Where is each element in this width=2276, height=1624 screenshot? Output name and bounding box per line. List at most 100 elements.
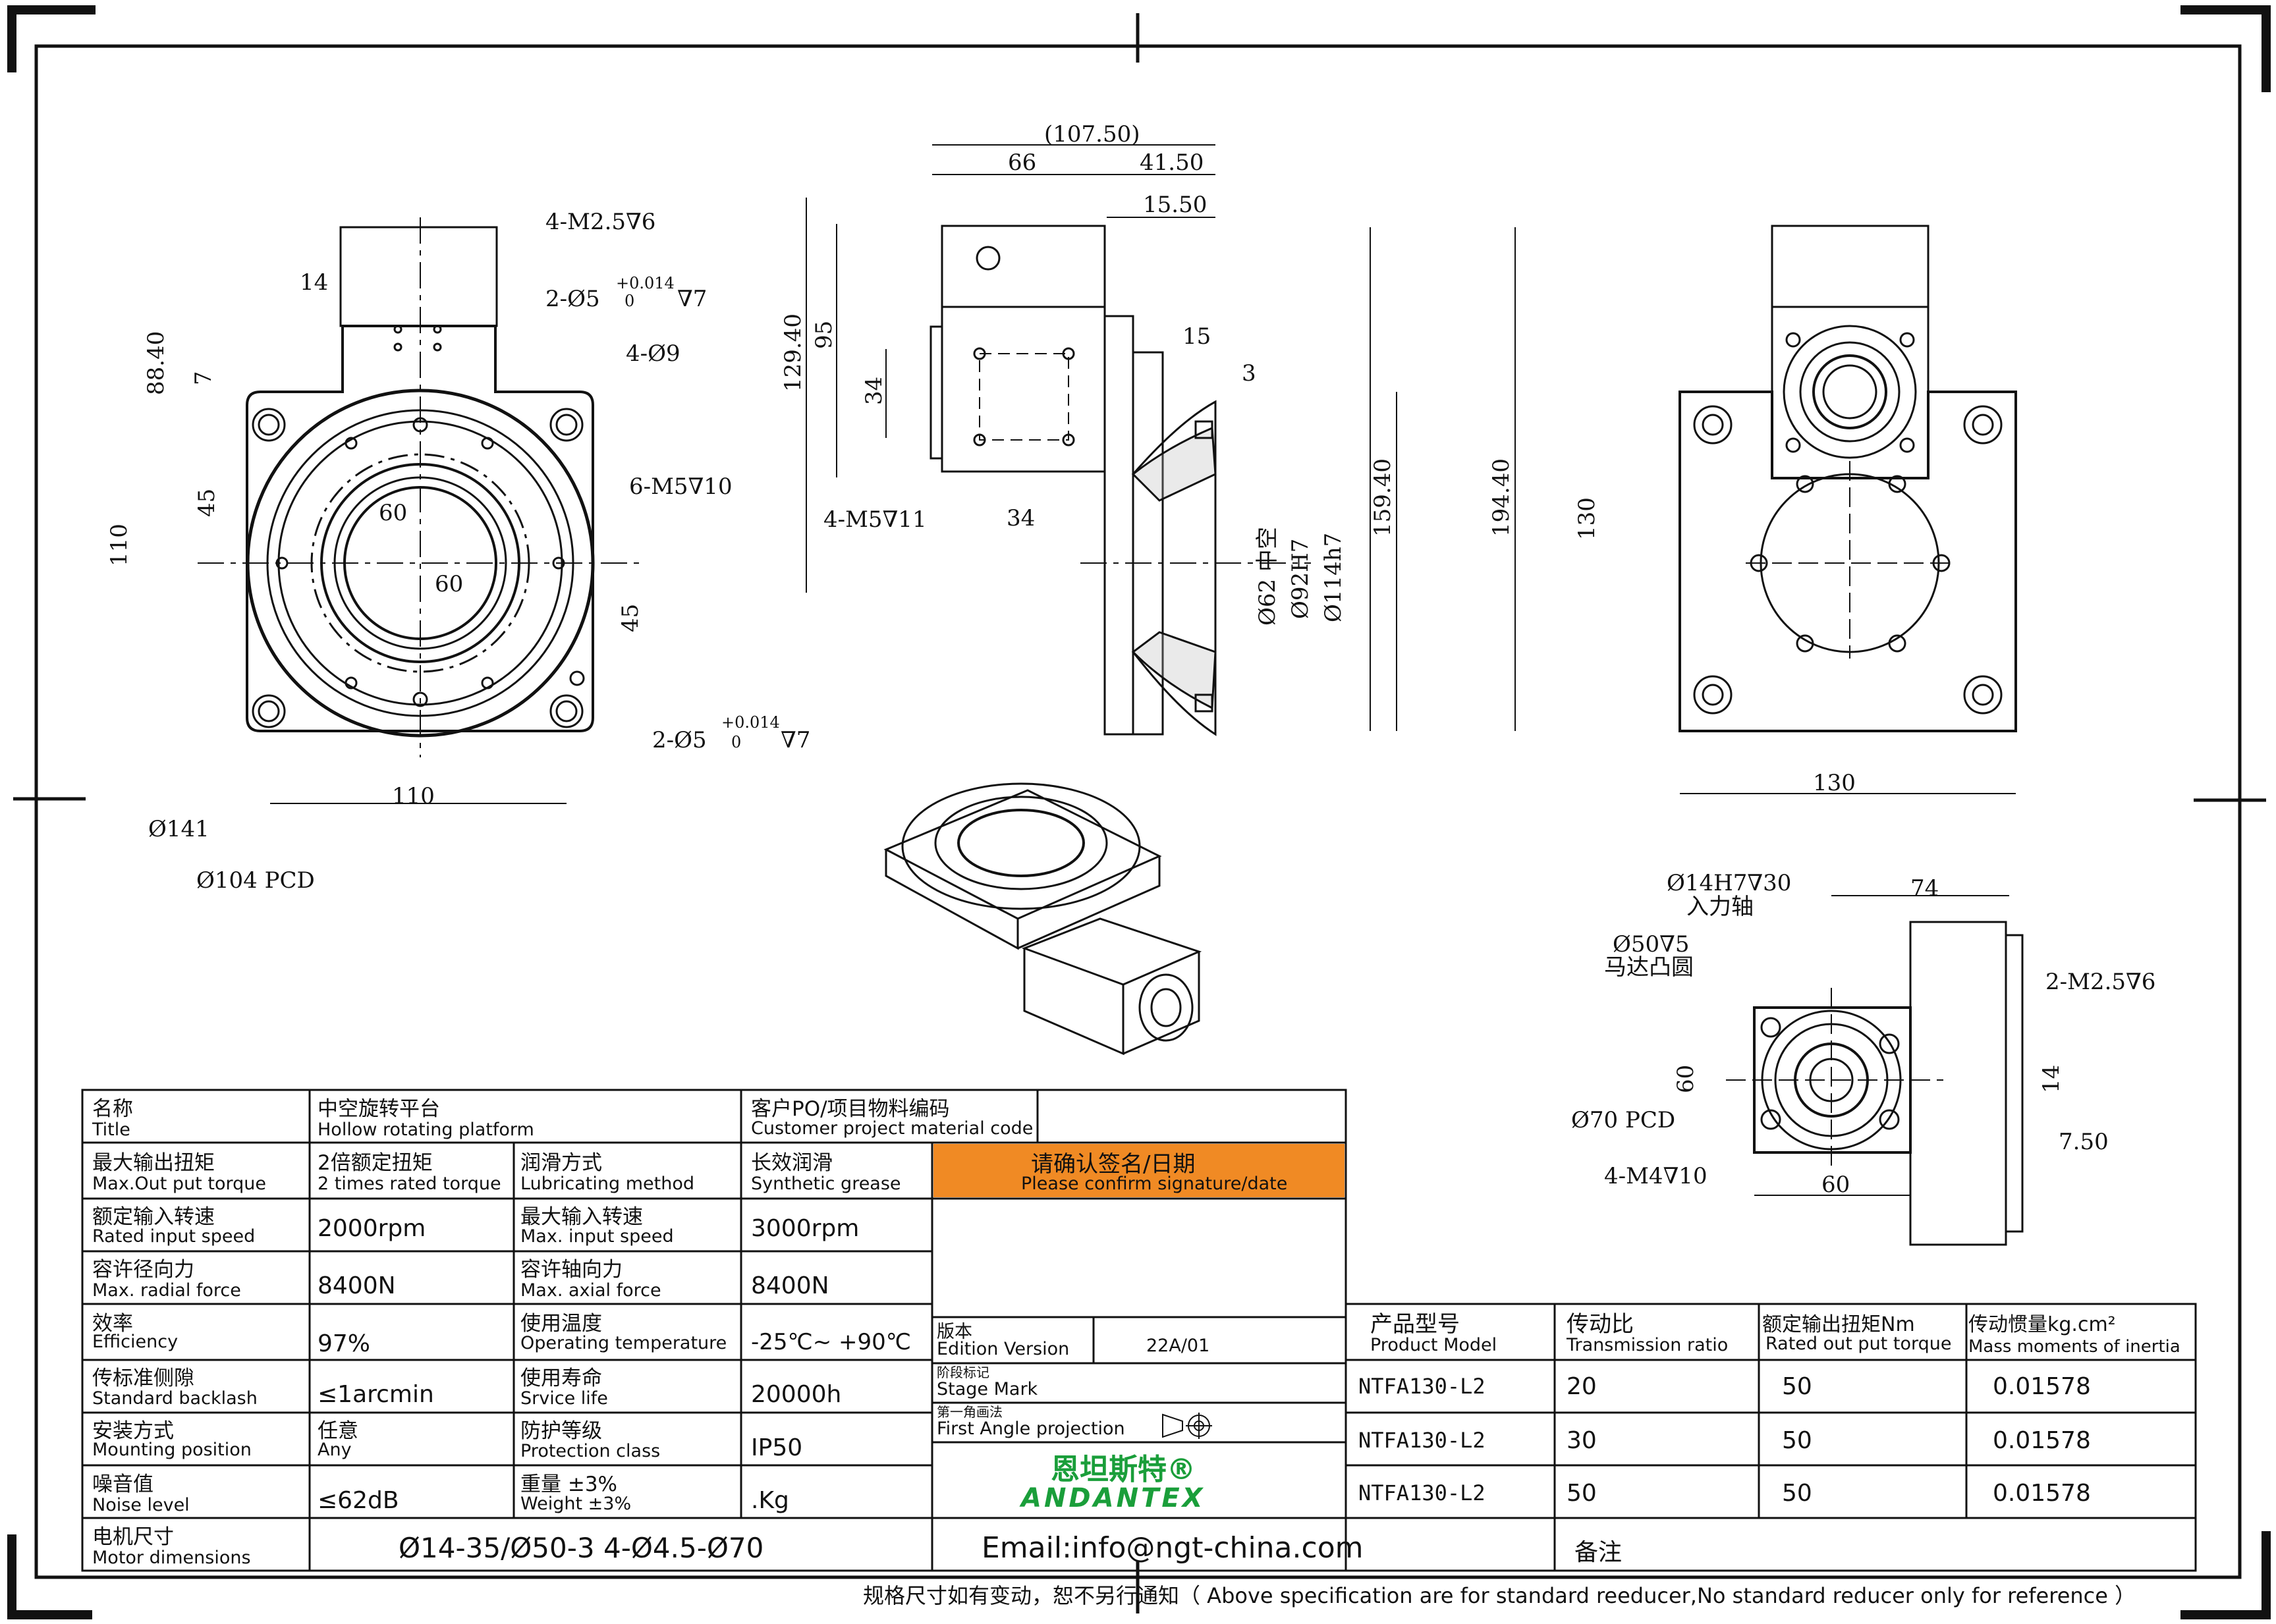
dim-d14h7: Ø14H7∇30: [1667, 870, 1791, 896]
dim-d5b: 2-Ø5: [652, 727, 707, 753]
label-po-cn: 客户PO/项目物料编码: [751, 1097, 950, 1121]
dim-tol-up-b: +0.014: [721, 713, 780, 732]
table-row-2-inertia: 0.01578: [1993, 1427, 2091, 1454]
right-dimension-labels: 194.40 130 130: [1488, 458, 1856, 796]
dim-d92: Ø92H7: [1287, 539, 1314, 619]
side-dimension-labels: (107.50) 66 41.50 15.50 15 3 129.40 95 3…: [780, 121, 1396, 626]
label-noise-en: Noise level: [92, 1495, 190, 1515]
dim-d5a: 2-Ø5: [545, 286, 600, 312]
dim-m4: 4-M4∇10: [1604, 1163, 1707, 1189]
dim-d41: 41.50: [1140, 149, 1204, 176]
dim-d95: 95: [811, 321, 837, 349]
mount-value-en: Any: [318, 1440, 352, 1460]
dim-d750: 7.50: [2059, 1129, 2109, 1155]
dim-d60h: 60: [1821, 1172, 1850, 1198]
dim-d114: Ø114h7: [1320, 533, 1346, 622]
label-axial-cn: 容许轴向力: [520, 1258, 623, 1282]
motor-flange-view: [1726, 921, 2024, 1246]
table-row-1-inertia: 0.01578: [1993, 1373, 2091, 1400]
dim-d70: Ø70 PCD: [1571, 1107, 1675, 1133]
backlash-value: ≤1arcmin: [318, 1381, 434, 1408]
table-row-3-inertia: 0.01578: [1993, 1480, 2091, 1507]
label-max-input-en: Max. input speed: [520, 1226, 674, 1247]
label-torque-cn: 最大输出扭矩: [92, 1151, 215, 1175]
dim-m25: 4-M2.5∇6: [545, 209, 655, 235]
label-max-input-cn: 最大输入转速: [520, 1205, 643, 1229]
lub-value-cn: 长效润滑: [751, 1151, 833, 1175]
label-protection-en: Protection class: [520, 1441, 661, 1461]
title-value-en: Hollow rotating platform: [318, 1120, 534, 1140]
brand-logo-cn: 恩坦斯特®: [1051, 1453, 1196, 1486]
label-weight-cn: 重量 ±3%: [520, 1473, 618, 1496]
confirm-banner: [933, 1144, 1345, 1197]
label-mount-cn: 安装方式: [92, 1419, 174, 1443]
dim-d3: 3: [1242, 360, 1256, 387]
dim-d60a: 60: [379, 500, 407, 526]
weight-value: .Kg: [751, 1487, 789, 1514]
dim-depth7-b: ∇7: [781, 727, 810, 753]
dim-tol-lo-b: 0: [731, 733, 741, 751]
rated-input-value: 2000rpm: [318, 1215, 426, 1242]
temp-value: -25℃~ +90℃: [751, 1329, 911, 1355]
front-view: [198, 217, 646, 757]
dim-d34h: 34: [1007, 505, 1035, 531]
dim-d7: 7: [190, 371, 217, 385]
label-mount-en: Mounting position: [92, 1440, 252, 1460]
dim-side-m5: 4-M5∇11: [823, 506, 927, 533]
label-projection-en: First Angle projection: [937, 1419, 1125, 1439]
label-projection-cn: 第一角画法: [937, 1404, 1003, 1420]
label-name-cn: 名称: [92, 1097, 133, 1121]
spec-header-inertia-cn: 传动惯量kg.cm²: [1968, 1313, 2116, 1336]
dim-d110h: 110: [392, 783, 435, 809]
noise-value: ≤62dB: [318, 1487, 399, 1514]
spec-header-ratio-en: Transmission ratio: [1567, 1335, 1729, 1355]
version-value: 22A/01: [1146, 1336, 1210, 1356]
label-backlash-en: Standard backlash: [92, 1388, 258, 1409]
label-temp-en: Operating temperature: [520, 1333, 727, 1353]
motor-dimension-labels: Ø14H7∇30 入力轴 74 Ø50∇5 马达凸圆 2-M2.5∇6 60 1…: [1571, 870, 2155, 1198]
dim-d141: Ø141: [148, 816, 209, 842]
dim-d129: 129.40: [780, 313, 806, 392]
spec-header-torque-cn: 额定输出扭矩Nm: [1762, 1313, 1915, 1336]
label-axial-en: Max. axial force: [520, 1280, 661, 1301]
dim-d15: 15: [1182, 323, 1211, 350]
axial-value: 8400N: [751, 1272, 829, 1299]
label-version-en: Edition Version: [937, 1339, 1070, 1359]
dim-motor-d14: 14: [2038, 1065, 2065, 1093]
confirm-en: Please confirm signature/date: [1021, 1174, 1288, 1194]
dim-depth7: ∇7: [677, 286, 707, 312]
dim-m5: 6-M5∇10: [629, 474, 733, 500]
dim-d159: 159.40: [1370, 458, 1396, 537]
front-dimension-labels: 4-M2.5∇6 2-Ø5 +0.014 0 ∇7 4-Ø9 6-M5∇10 1…: [106, 209, 810, 894]
dim-d88: 88.40: [143, 331, 169, 395]
spec-header-model-en: Product Model: [1370, 1335, 1497, 1355]
label-torque-en: Max.Out put torque: [92, 1174, 266, 1194]
dim-d60b: 60: [435, 571, 463, 597]
torque-value-en: 2 times rated torque: [318, 1174, 501, 1194]
label-name-en: Title: [92, 1120, 130, 1140]
dim-d194: 194.40: [1488, 458, 1514, 537]
protection-value: IP50: [751, 1434, 803, 1461]
mount-value-cn: 任意: [318, 1419, 358, 1443]
label-temp-cn: 使用温度: [520, 1312, 602, 1336]
dim-motor-m25: 2-M2.5∇6: [2045, 969, 2155, 995]
label-lub-en: Lubricating method: [520, 1174, 695, 1194]
label-stage-cn: 阶段标记: [937, 1365, 989, 1380]
dim-d74: 74: [1910, 875, 1939, 902]
table-row-1-model: NTFA130-L2: [1358, 1374, 1485, 1399]
dim-d130h: 130: [1813, 770, 1856, 796]
dim-d62: Ø62 中空: [1254, 527, 1281, 626]
dim-d45b: 45: [617, 604, 644, 632]
table-row-3-ratio: 50: [1567, 1480, 1597, 1507]
dim-d34v: 34: [861, 377, 887, 405]
dim-d14: 14: [300, 269, 328, 296]
max-input-value: 3000rpm: [751, 1215, 860, 1242]
label-life-cn: 使用寿命: [520, 1367, 602, 1390]
table-row-2-model: NTFA130-L2: [1358, 1428, 1485, 1453]
table-row-3-torque: 50: [1782, 1480, 1812, 1507]
dim-d9: 4-Ø9: [626, 340, 680, 367]
spec-header-model-cn: 产品型号: [1370, 1311, 1460, 1338]
label-rated-input-en: Rated input speed: [92, 1226, 256, 1247]
label-motor-cn: 电机尺寸: [92, 1525, 174, 1549]
